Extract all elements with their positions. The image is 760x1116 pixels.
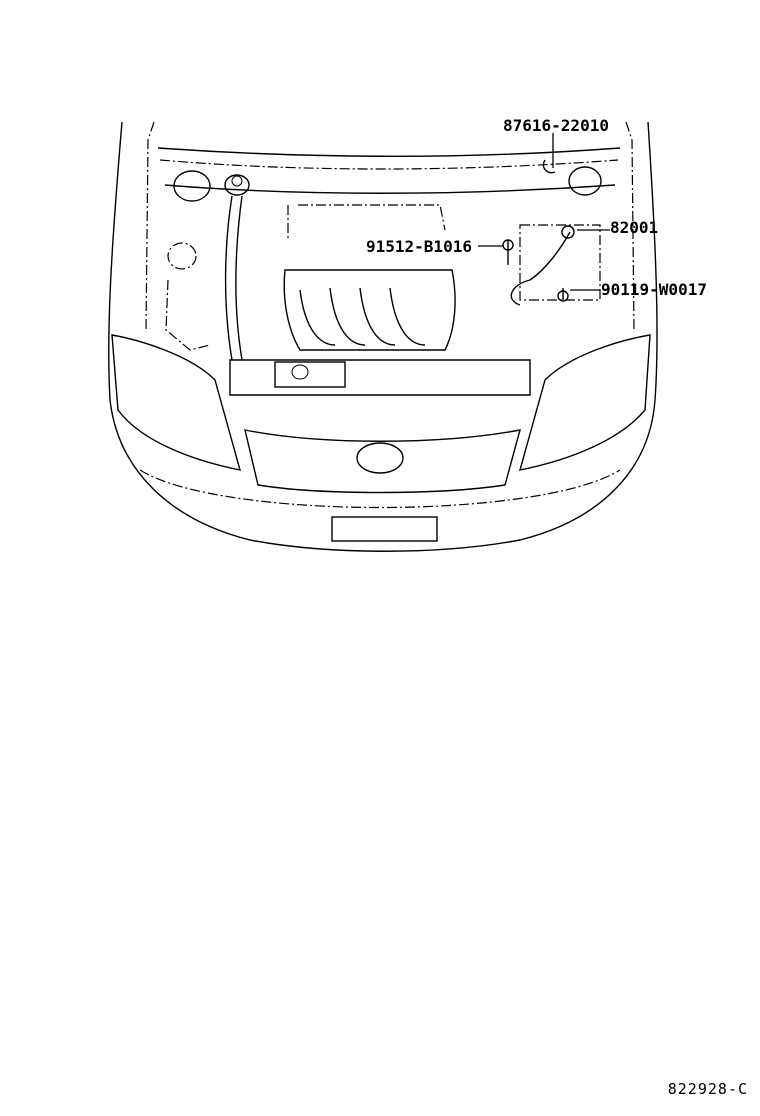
left-strut-tower [173, 170, 211, 202]
body-outline [108, 121, 658, 552]
coolant-tank [274, 361, 346, 388]
left-fender-edge [145, 121, 155, 331]
right-fender-edge [625, 121, 635, 331]
battery-outline [519, 224, 601, 301]
part-90119-marker [557, 290, 569, 302]
engine-cover [283, 269, 456, 351]
part-91512-marker [502, 239, 514, 251]
callout-87616-22010[interactable]: 87616-22010 [503, 116, 609, 135]
left-headlamp [111, 334, 241, 471]
callout-90119-W0017[interactable]: 90119-W0017 [601, 280, 707, 299]
part-82001-marker [561, 225, 575, 239]
emblem [356, 442, 404, 474]
license-plate-area [331, 516, 438, 542]
callout-91512-B1016[interactable]: 91512-B1016 [366, 237, 472, 256]
callout-82001[interactable]: 82001 [610, 218, 659, 237]
figure-id: 822928-C [667, 1080, 748, 1098]
grille [244, 429, 521, 494]
right-headlamp [519, 334, 651, 471]
intake-runners [299, 287, 426, 346]
right-strut-tower [568, 166, 602, 196]
part-87616-marker [542, 159, 556, 174]
